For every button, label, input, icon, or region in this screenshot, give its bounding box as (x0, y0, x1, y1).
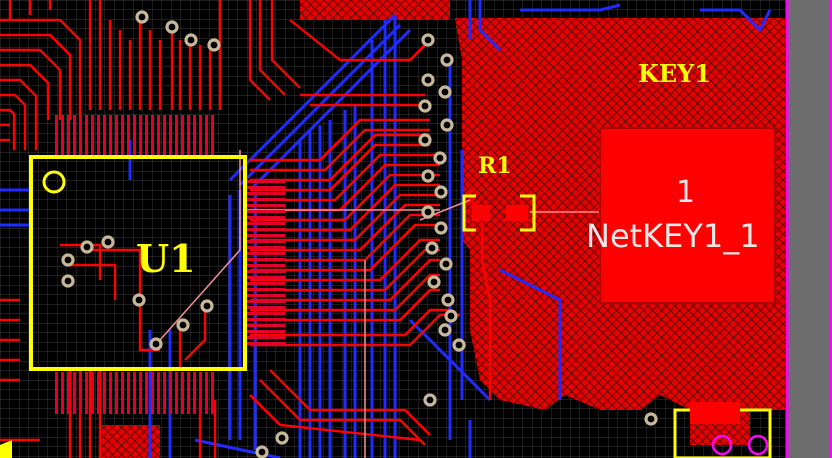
via-ring-icon[interactable] (200, 299, 214, 313)
via-ring-icon[interactable] (434, 185, 448, 199)
via-ring-icon[interactable] (441, 293, 455, 307)
via-ring-icon[interactable] (101, 235, 115, 249)
via-ring-icon[interactable] (423, 393, 437, 407)
via-ring-icon[interactable] (434, 221, 448, 235)
via-ring-icon[interactable] (433, 151, 447, 165)
via-ring-icon[interactable] (149, 337, 163, 351)
via-ring-icon[interactable] (644, 412, 658, 426)
via-ring-icon[interactable] (255, 445, 269, 458)
bottom-layer-traces (0, 0, 772, 458)
via-ring-icon[interactable] (452, 338, 466, 352)
r1-pad-2[interactable] (506, 205, 528, 221)
u1-outline[interactable] (29, 155, 247, 371)
pin1-circle-icon (747, 434, 769, 456)
key1-designator: KEY1 (638, 59, 711, 88)
u1-pads-right (245, 180, 285, 345)
via-ring-icon[interactable] (80, 240, 94, 254)
via-ring-icon[interactable] (425, 241, 439, 255)
via-ring-icon[interactable] (184, 33, 198, 47)
via-ring-icon[interactable] (440, 53, 454, 67)
via-ring-icon[interactable] (275, 431, 289, 445)
via-ring-icon[interactable] (440, 118, 454, 132)
via-ring-icon[interactable] (427, 275, 441, 289)
r1-outline[interactable] (462, 194, 536, 232)
via-ring-icon[interactable] (444, 309, 458, 323)
via-ring-icon[interactable] (132, 293, 146, 307)
via-ring-icon[interactable] (418, 99, 432, 113)
vias (61, 10, 658, 458)
via-ring-icon[interactable] (135, 10, 149, 24)
pin1-circle-icon (42, 170, 66, 194)
pin1-circle-icon (711, 434, 733, 456)
via-ring-icon[interactable] (165, 20, 179, 34)
via-ring-icon[interactable] (418, 133, 432, 147)
via-ring-icon[interactable] (438, 85, 452, 99)
via-ring-icon[interactable] (421, 205, 435, 219)
u1-designator: U1 (136, 236, 196, 281)
key1-net-name: NetKEY1_1 (586, 217, 760, 255)
via-ring-icon[interactable] (61, 253, 75, 267)
board-edge-region (787, 0, 832, 458)
via-ring-icon[interactable] (439, 257, 453, 271)
silk-fragment (0, 440, 12, 458)
r1-designator: R1 (478, 153, 512, 179)
key1-pad-1[interactable] (599, 127, 776, 304)
u1-pads-bottom (55, 372, 214, 414)
via-ring-icon[interactable] (176, 318, 190, 332)
r1-pad-1[interactable] (472, 205, 490, 221)
u1-pads-top (55, 115, 214, 155)
via-ring-icon[interactable] (421, 169, 435, 183)
via-ring-icon[interactable] (207, 38, 221, 52)
via-ring-icon[interactable] (61, 274, 75, 288)
via-ring-icon[interactable] (438, 323, 452, 337)
via-ring-icon[interactable] (421, 33, 435, 47)
lower-right-pad[interactable] (690, 402, 740, 424)
via-ring-icon[interactable] (421, 73, 435, 87)
key1-pad-number: 1 (676, 175, 696, 210)
